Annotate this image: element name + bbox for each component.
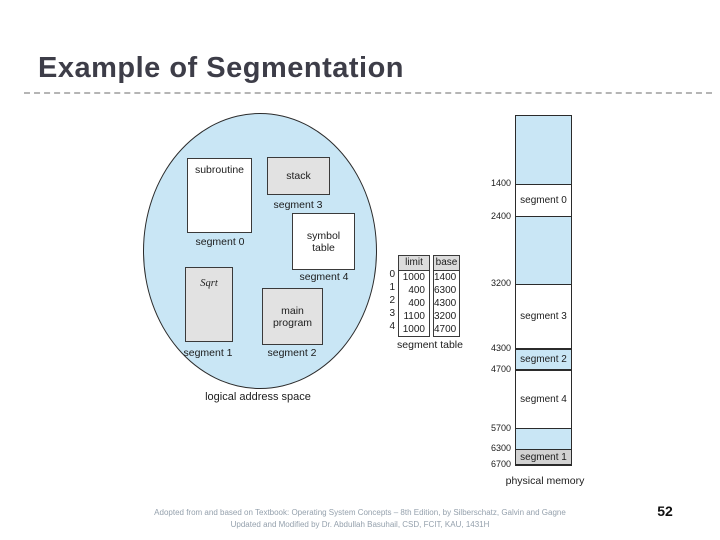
limit-header: limit [399,256,429,271]
table-row-index: 2 [389,295,395,306]
symbol-table-box: symbol table [292,213,355,270]
memory-free-region [516,116,571,184]
address-label: 4700 [490,364,511,374]
page-number: 52 [657,503,673,519]
sqrt-label: Sqrt [200,278,218,289]
table-cell: 3200 [434,311,457,322]
segment0-caption: segment 0 [195,236,245,248]
title-divider [24,92,712,94]
footer-attribution-line1: Adopted from and based on Textbook: Oper… [154,508,566,517]
memory-free-region [516,429,571,449]
table-row-index: 4 [389,321,395,332]
main-program-label: main program [272,304,313,329]
address-label: 6700 [490,459,511,469]
memory-segment4: segment 4 [516,370,571,429]
table-cell: 6300 [434,285,457,296]
page-title: Example of Segmentation [38,52,405,84]
table-cell: 1000 [402,272,425,283]
table-cell: 400 [408,298,425,309]
footer: Adopted from and based on Textbook: Oper… [7,507,713,531]
table-cell: 1000 [402,324,425,335]
memory-segment1: segment 1 [516,449,571,465]
address-label: 6300 [490,443,511,453]
segment3-caption: segment 3 [273,199,323,211]
limit-column: limit 1000 400 400 1100 1000 [398,255,430,337]
table-row-index: 3 [389,308,395,319]
address-label: 4300 [490,343,511,353]
memory-segment2: segment 2 [516,349,571,370]
subroutine-box: subroutine [187,158,252,233]
table-cell: 4700 [434,324,457,335]
address-label: 3200 [490,278,511,288]
symbol-table-label: symbol table [306,229,341,254]
address-label: 2400 [490,211,511,221]
stack-label: stack [286,170,311,182]
table-cell: 1100 [403,311,425,322]
segment4-caption: segment 4 [299,271,349,283]
table-cell: 1400 [434,272,457,283]
segment-table-caption: segment table [397,339,463,351]
address-label: 5700 [490,423,511,433]
subroutine-label: subroutine [194,164,245,176]
table-row-index: 0 [389,269,395,280]
address-label: 1400 [490,178,511,188]
base-column: base 1400 6300 4300 3200 4700 [433,255,460,337]
table-row-index: 1 [389,282,395,293]
table-cell: 4300 [434,298,457,309]
footer-attribution-line2: Updated and Modified by Dr. Abdullah Bas… [230,520,490,529]
main-program-box: main program [262,288,323,345]
physical-memory-column: segment 0 segment 3 segment 2 segment 4 … [515,115,572,466]
memory-free-region [516,217,571,284]
sqrt-box: Sqrt [185,267,233,342]
memory-segment0: segment 0 [516,184,571,217]
table-cell: 400 [408,285,425,296]
segment1-caption: segment 1 [183,347,233,359]
physical-memory-caption: physical memory [505,475,585,487]
base-header: base [434,256,459,271]
logical-address-space-caption: logical address space [205,391,311,403]
stack-box: stack [267,157,330,195]
memory-segment3: segment 3 [516,284,571,349]
segment2-caption: segment 2 [267,347,317,359]
